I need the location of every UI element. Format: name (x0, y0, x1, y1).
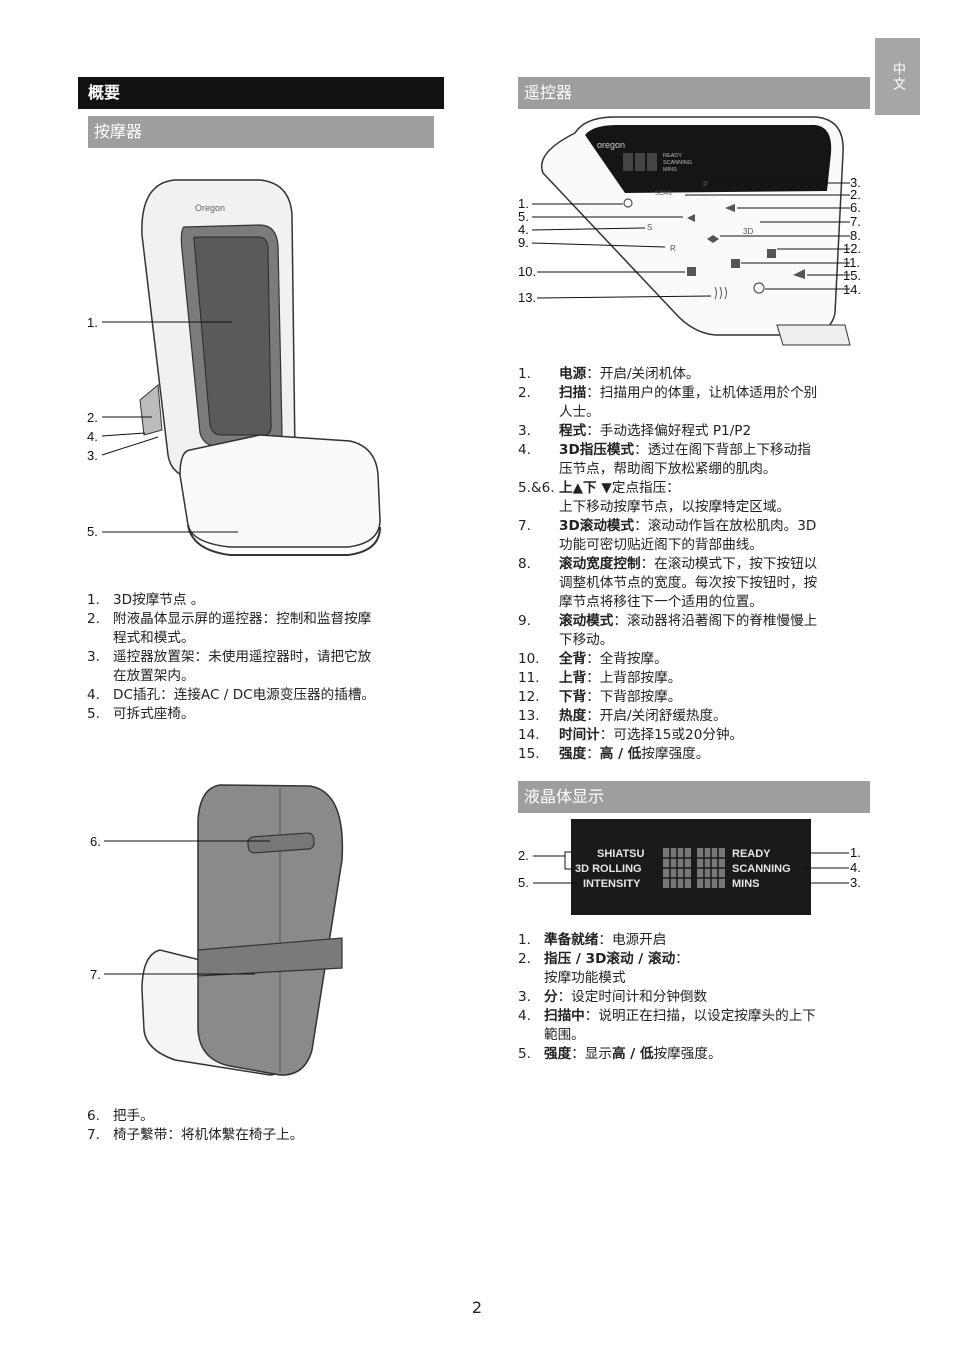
callout-back-7: 7. (90, 967, 101, 982)
lcd-intensity-label: INTENSITY (583, 878, 641, 890)
svg-text:SCANNING: SCANNING (663, 160, 692, 166)
callout-massager-1: 1. (87, 315, 98, 330)
remote-function-list: 1.电源：开启/关闭机体。 2.扫描：扫描用户的体重，让机体适用於个别人士。 3… (518, 365, 868, 764)
massager-parts-list: 1.3D按摩节点 。 2.附液晶体显示屏的遥控器：控制和监督按摩程式和模式。 3… (87, 591, 427, 724)
list-item: 2.指压 / 3D滚动 / 滚动：按摩功能模式 (518, 951, 689, 986)
massager-back-illustration (104, 784, 344, 1076)
lower-back-button[interactable] (767, 249, 776, 258)
callout-remote-4: 4. (518, 222, 529, 237)
lcd-ready-label: READY (732, 848, 771, 860)
back-parts-list: 6.把手。 7.椅子繫带：将机体繫在椅子上。 (87, 1107, 427, 1145)
page-number: 2 (471, 1298, 483, 1317)
callout-massager-2: 2. (87, 410, 98, 425)
callout-remote-15: 15. (843, 268, 862, 283)
svg-text:READY: READY (663, 153, 682, 159)
up-arrow-button[interactable] (687, 214, 695, 222)
language-tab: 中文 (875, 38, 920, 115)
callout-remote-1: 1. (518, 196, 529, 211)
lcd-mins-label: MINS (732, 878, 760, 890)
list-item: 3.遥控器放置架：未使用遥控器时，请把它放在放置架内。 (87, 649, 372, 684)
callout-remote-6: 6. (850, 200, 861, 215)
callout-massager-3: 3. (87, 448, 98, 463)
callout-lcd-1: 1. (850, 845, 861, 860)
callout-remote-7: 7. (850, 214, 861, 229)
list-item: 9.滚动模式：滚动器将沿著阁下的脊椎慢慢上下移动。 (518, 613, 818, 648)
callout-remote-2: 2. (850, 187, 861, 202)
svg-text:MINS: MINS (663, 167, 677, 173)
section-title-overview: 概要 (78, 77, 444, 109)
power-icon[interactable] (623, 198, 633, 208)
list-item: 5.强度：显示高 / 低按摩强度。 (518, 1046, 722, 1062)
callout-lcd-2: 2. (518, 848, 529, 863)
list-item: 13.热度：开启/关闭舒缓热度。 (518, 708, 727, 724)
callout-back-6: 6. (90, 834, 101, 849)
full-back-button[interactable] (687, 267, 696, 276)
list-item: 4.DC插孔：连接AC / DC电源变压器的插槽。 (87, 687, 376, 703)
list-item: 1.準备就绪：电源开启 (518, 932, 667, 948)
callout-massager-4: 4. (87, 429, 98, 444)
callout-remote-3: 3. (850, 175, 861, 190)
massager-front-illustration: Oregon (101, 179, 381, 556)
callout-remote-5: 5. (518, 209, 529, 224)
3d-rolling-button[interactable]: 3D (743, 227, 753, 236)
section-title-remote: 遥控器 (518, 77, 870, 109)
callout-remote-11: 11. (843, 255, 861, 270)
subsection-title-massager: 按摩器 (88, 116, 434, 148)
program-button[interactable]: P (703, 180, 708, 189)
list-item: 7.椅子繫带：将机体繫在椅子上。 (87, 1127, 304, 1143)
lcd-shiatsu-label: SHIATSU (597, 848, 645, 860)
heat-icon[interactable] (714, 286, 727, 300)
list-item: 11.上背：上背部按摩。 (518, 670, 682, 686)
list-item: 1.电源：开启/关闭机体。 (518, 366, 700, 382)
callout-remote-13: 13. (518, 290, 537, 305)
list-item: 12.下背：下背部按摩。 (518, 689, 682, 705)
callout-remote-12: 12. (843, 241, 862, 256)
list-item: 2.附液晶体显示屏的遥控器：控制和监督按摩程式和模式。 (87, 611, 372, 646)
list-item: 15.强度：高 / 低按摩强度。 (518, 746, 710, 762)
callout-remote-14: 14. (843, 282, 862, 297)
list-item: 1.3D按摩节点 。 (87, 592, 205, 608)
list-item: 8.滚动宽度控制：在滚动模式下，按下按钮以调整机体节点的宽度。每次按下按钮时，按… (518, 556, 818, 610)
scan-button[interactable]: SCAN (655, 191, 672, 197)
list-item: 2.扫描：扫描用户的体重，让机体适用於个别人士。 (518, 385, 818, 420)
list-item: 10.全背：全背按摩。 (518, 651, 668, 667)
list-item: 14.时间计：可选择15或20分钟。 (518, 727, 744, 743)
callout-lcd-3: 3. (850, 875, 861, 890)
list-item: 3.分：设定时间计和分钟倒数 (518, 989, 708, 1005)
list-item: 6.把手。 (87, 1108, 154, 1124)
callout-lcd-5: 5. (518, 875, 529, 890)
list-item: 3.程式：手动选择偏好程式 P1/P2 (518, 423, 752, 439)
callout-massager-5: 5. (87, 524, 98, 539)
upper-back-button[interactable] (731, 259, 740, 268)
callout-remote-10: 10. (518, 264, 537, 279)
section-title-lcd: 液晶体显示 (518, 781, 870, 813)
brand-logo: Oregon (195, 203, 225, 213)
shiatsu-button[interactable]: S (647, 223, 652, 232)
list-item: 5.可拆式座椅。 (87, 706, 195, 722)
list-item: 4.扫描中：说明正在扫描，以设定按摩头的上下範围。 (518, 1008, 816, 1043)
callout-remote-8: 8. (850, 228, 861, 243)
lcd-3d-rolling-label: 3D ROLLING (575, 863, 642, 875)
intensity-button[interactable] (793, 269, 805, 279)
rolling-mode-button[interactable]: R (670, 244, 676, 253)
list-item: 5.&6.上▲下 ▼定点指压：上下移动按摩节点，以按摩特定区域。 (518, 480, 791, 515)
timer-icon[interactable] (753, 282, 765, 294)
svg-text:oregon: oregon (597, 140, 625, 150)
remote-control-illustration: oregon READY SCANNING MINS SCAN P S 3D R (531, 116, 851, 346)
callout-remote-9: 9. (518, 235, 529, 250)
lcd-scanning-label: SCANNING (732, 863, 791, 875)
lcd-indicator-list: 1.準备就绪：电源开启 2.指压 / 3D滚动 / 滚动：按摩功能模式 3.分：… (518, 931, 868, 1064)
down-arrow-button[interactable] (725, 204, 735, 212)
width-control-icon[interactable] (707, 235, 713, 243)
lcd-display-illustration: SHIATSU 3D ROLLING INTENSITY READY SCANN… (533, 819, 849, 915)
callout-lcd-4: 4. (850, 860, 861, 875)
list-item: 4.3D指压模式：透过在阁下背部上下移动指压节点，帮助阁下放松紧绷的肌肉。 (518, 442, 811, 477)
